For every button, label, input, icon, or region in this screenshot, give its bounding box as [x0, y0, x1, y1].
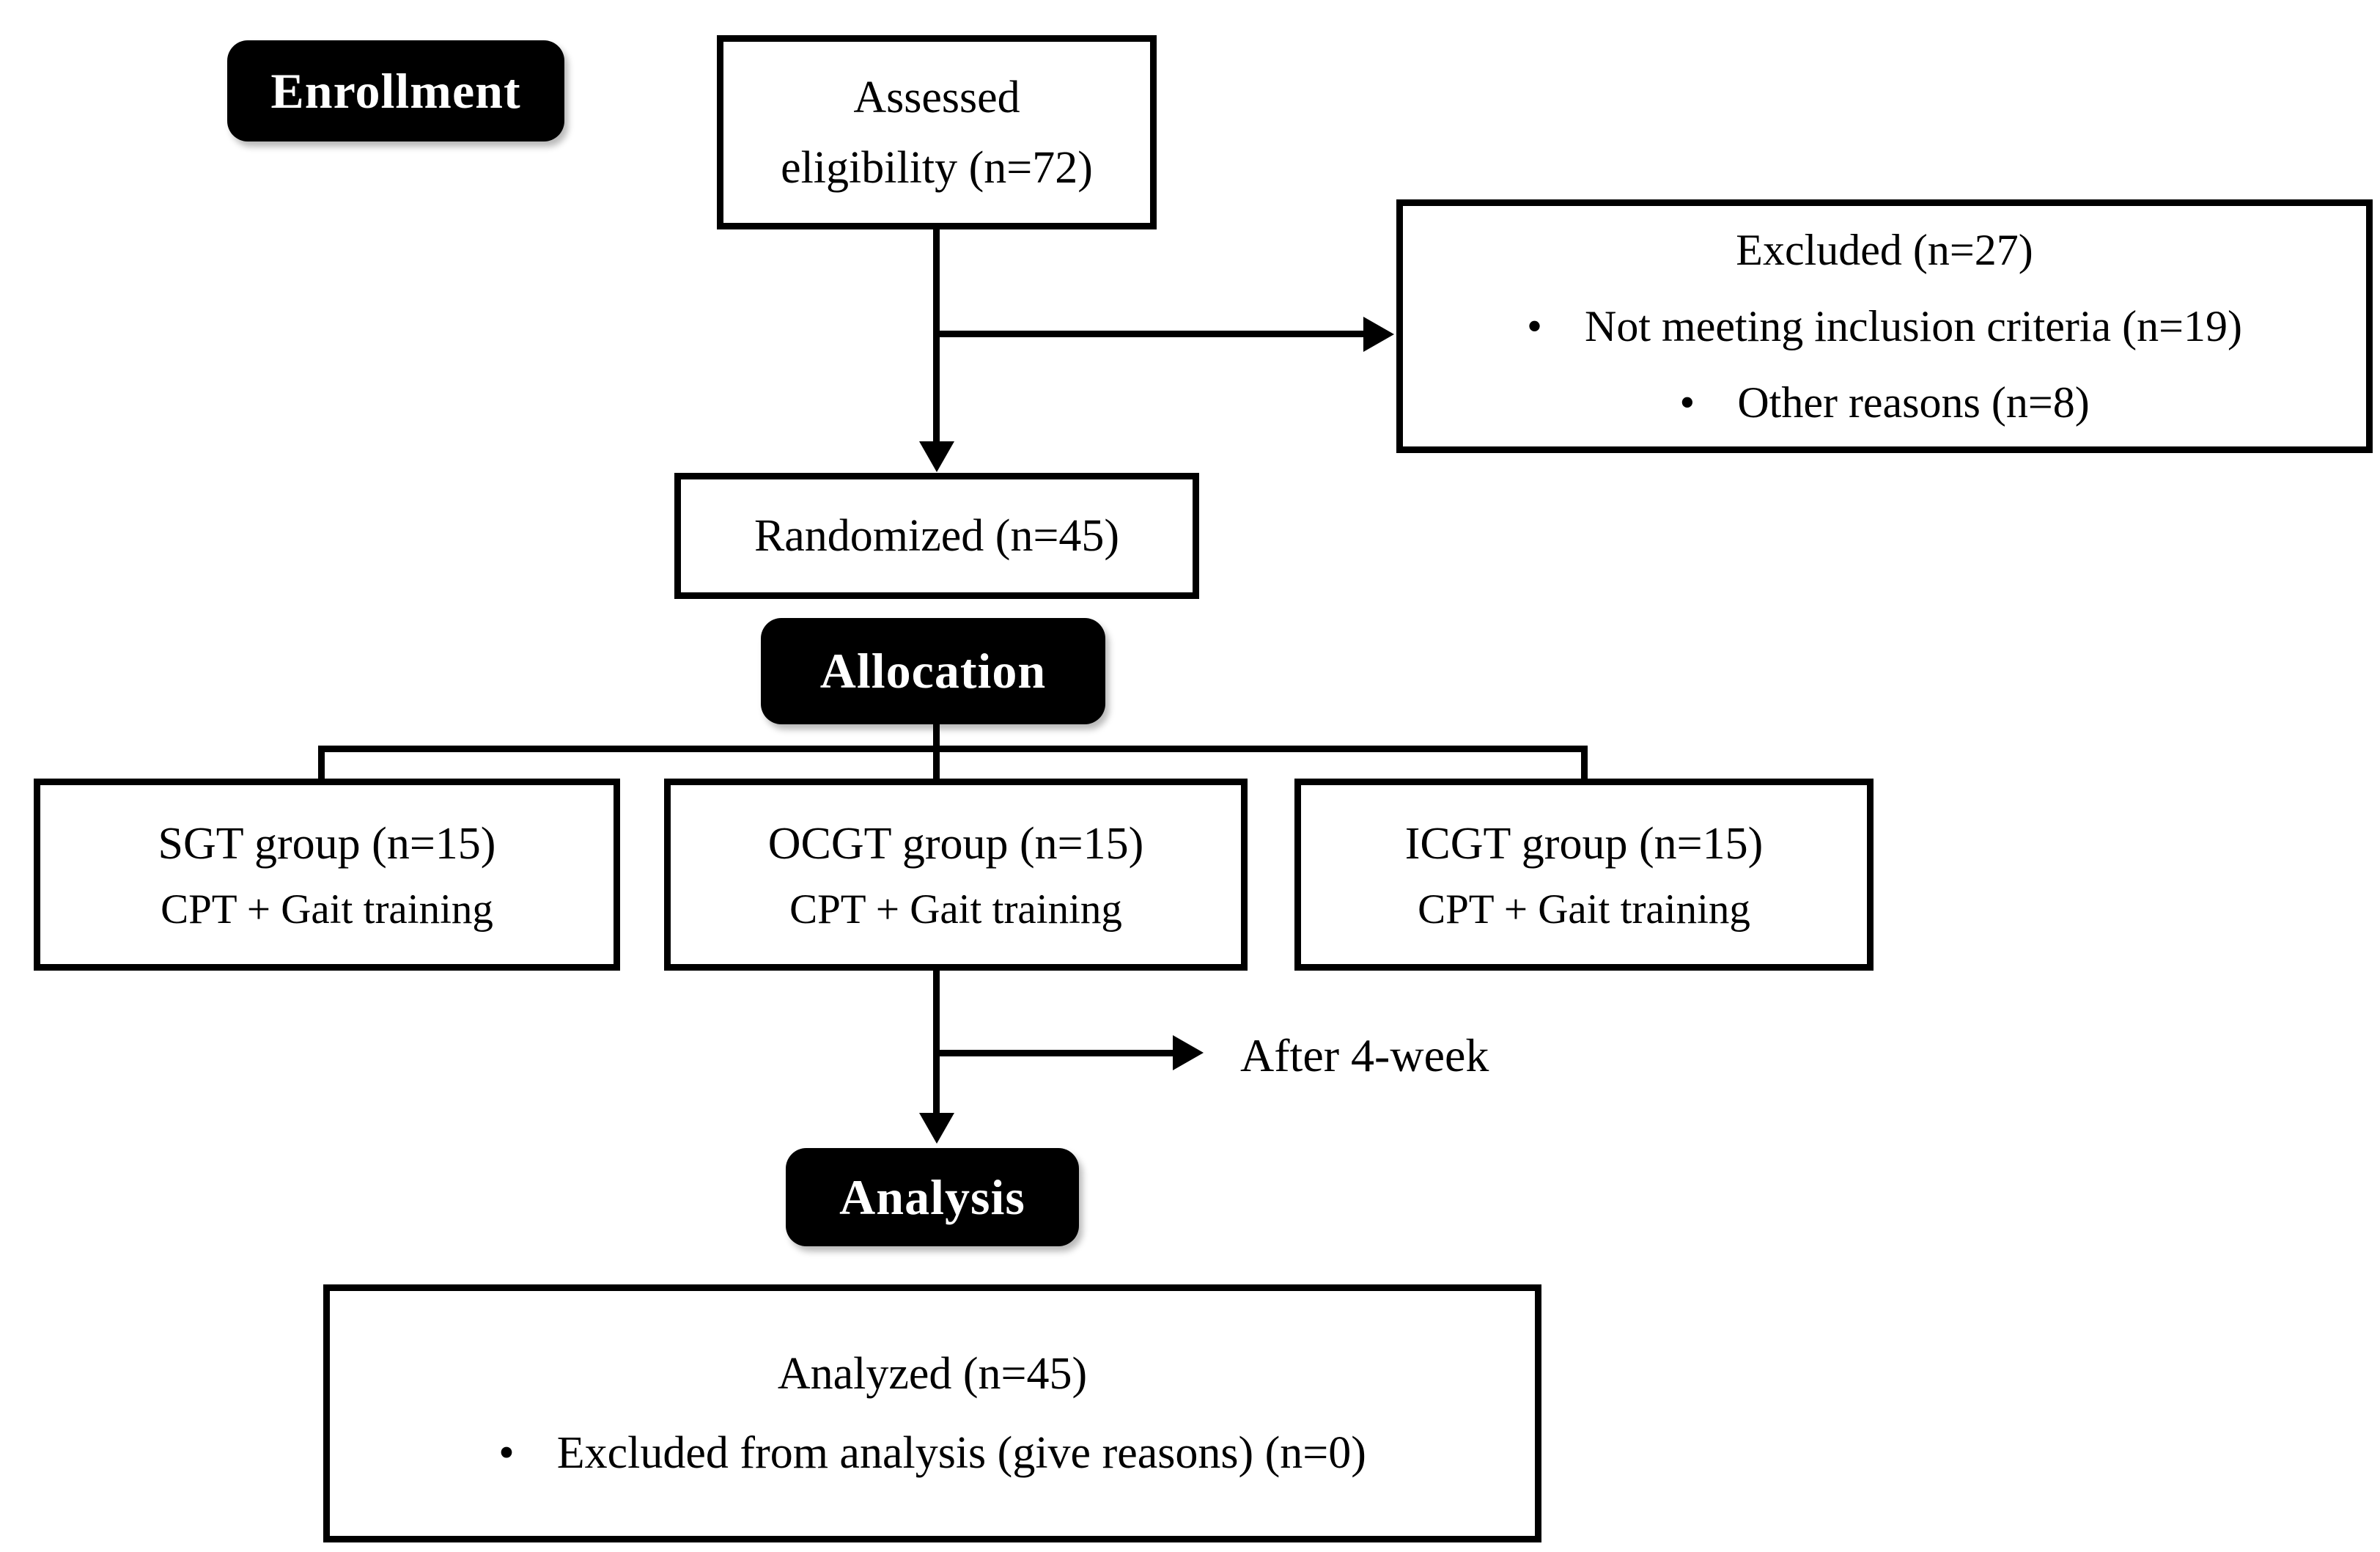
allocation-stage-label: Allocation [819, 643, 1047, 699]
assessed-line2: eligibility (n=72) [781, 142, 1093, 193]
connector-drop-icgt [1581, 746, 1588, 782]
connector-to-after-4-week [933, 1050, 1175, 1056]
bullet-icon: • [1527, 302, 1543, 350]
bullet-icon: • [498, 1428, 515, 1478]
icgt-group-line2: CPT + Gait training [1418, 886, 1750, 933]
sgt-group-box: SGT group (n=15) CPT + Gait training [34, 779, 620, 971]
excluded-bullet-2: • Other reasons (n=8) [1679, 364, 2089, 441]
sgt-group-line1: SGT group (n=15) [158, 819, 496, 869]
analyzed-bullet-1: • Excluded from analysis (give reasons) (… [498, 1413, 1366, 1493]
enrollment-stage-badge: Enrollment [227, 40, 564, 141]
connector-assessed-to-randomized [933, 227, 940, 447]
connector-drop-ocgt [933, 746, 940, 782]
icgt-group-line1: ICGT group (n=15) [1404, 819, 1764, 869]
sgt-group-line2: CPT + Gait training [161, 886, 493, 933]
assessed-line1: Assessed [853, 72, 1020, 122]
randomized-label: Randomized (n=45) [754, 511, 1120, 561]
arrowhead-right-excluded-icon [1363, 317, 1394, 352]
analysis-stage-label: Analysis [839, 1169, 1025, 1225]
icgt-group-box: ICGT group (n=15) CPT + Gait training [1294, 779, 1874, 971]
arrowhead-down-analysis-icon [919, 1113, 954, 1144]
analyzed-box: Analyzed (n=45) • Excluded from analysis … [323, 1284, 1541, 1542]
excluded-bullet-2-text: Other reasons (n=8) [1737, 378, 2090, 427]
after-4-week-label: After 4-week [1240, 1029, 1489, 1081]
excluded-bullet-1-text: Not meeting inclusion criteria (n=19) [1585, 302, 2242, 350]
ocgt-group-line2: CPT + Gait training [789, 886, 1122, 933]
allocation-stage-badge: Allocation [761, 618, 1105, 724]
excluded-box: Excluded (n=27) • Not meeting inclusion c… [1396, 199, 2373, 453]
connector-to-excluded [933, 331, 1367, 337]
analysis-stage-badge: Analysis [786, 1148, 1079, 1246]
connector-drop-sgt [318, 746, 325, 782]
connector-ocgt-to-analysis [933, 971, 940, 1114]
excluded-bullet-1: • Not meeting inclusion criteria (n=19) [1527, 288, 2242, 364]
analyzed-title: Analyzed (n=45) [777, 1349, 1088, 1399]
assessed-eligibility-box: Assessed eligibility (n=72) [717, 35, 1157, 229]
ocgt-group-box: OCGT group (n=15) CPT + Gait training [664, 779, 1248, 971]
randomized-box: Randomized (n=45) [674, 473, 1199, 599]
analyzed-bullet-1-text: Excluded from analysis (give reasons) (n… [556, 1428, 1366, 1478]
connector-allocation-stub [933, 722, 940, 749]
ocgt-group-line1: OCGT group (n=15) [767, 819, 1144, 869]
enrollment-stage-label: Enrollment [270, 62, 521, 119]
arrowhead-down-randomized-icon [919, 441, 954, 472]
bullet-icon: • [1679, 378, 1695, 427]
excluded-title: Excluded (n=27) [1736, 226, 2033, 274]
arrowhead-right-after-icon [1173, 1035, 1204, 1070]
connector-branch-horizontal [318, 746, 1588, 752]
